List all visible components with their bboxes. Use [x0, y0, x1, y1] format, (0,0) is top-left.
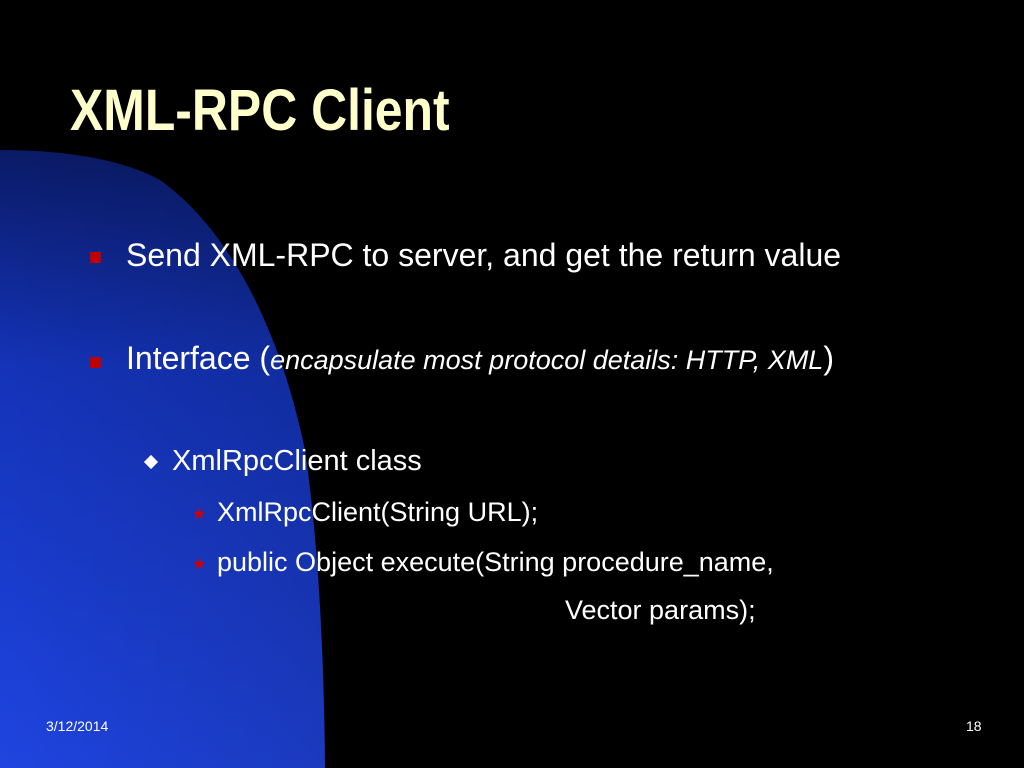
red-square-bullet-icon [90, 252, 101, 263]
bullet-1: Send XML-RPC to server, and get the retu… [126, 237, 842, 273]
code-item-execute-line1: public Object execute(String procedure_n… [217, 547, 774, 577]
slide-title: XML-RPC Client [70, 78, 450, 143]
bullet-2-suffix: ) [823, 340, 834, 376]
red-square-bullet-icon [90, 357, 101, 368]
red-star-bullet-icon: ★ [192, 504, 207, 523]
bullet-2: Interface (encapsulate most protocol det… [126, 336, 946, 382]
sub-bullet-class: XmlRpcClient class [172, 445, 422, 477]
code-item-constructor: XmlRpcClient(String URL); [217, 497, 539, 527]
bullet-2-italic: encapsulate most protocol details: HTTP,… [270, 345, 824, 375]
bullet-2-prefix: Interface ( [126, 340, 271, 376]
code-item-execute-line2: Vector params); [565, 595, 756, 625]
red-star-bullet-icon: ★ [192, 554, 207, 573]
page-number: 18 [966, 718, 982, 734]
footer-date: 3/12/2014 [46, 718, 109, 734]
